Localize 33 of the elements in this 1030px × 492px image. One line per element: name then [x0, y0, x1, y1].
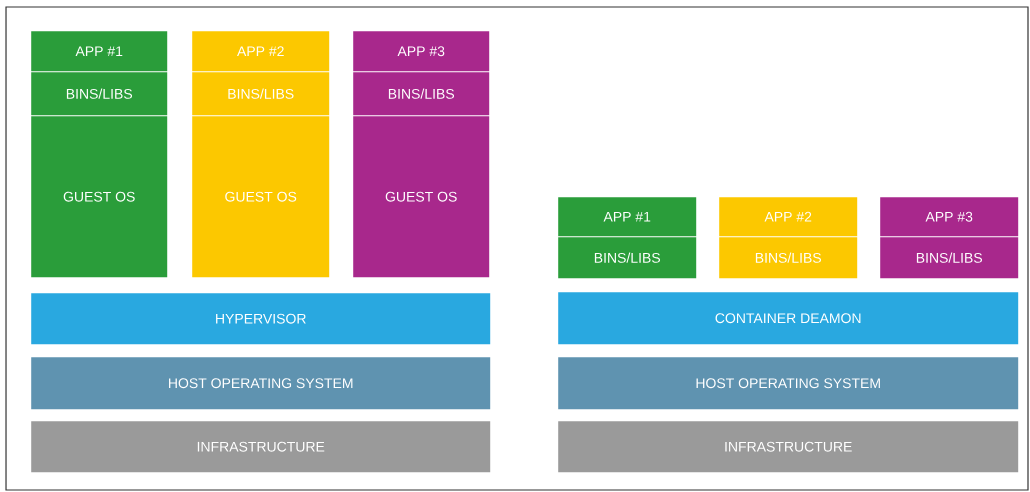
- node-label: APP #3: [925, 211, 973, 222]
- app-box: APP #1: [31, 31, 168, 72]
- node-label: GUEST OS: [63, 191, 135, 202]
- layer-bar: HOST OPERATING SYSTEM: [558, 357, 1019, 410]
- library-box: BINS/LIBS: [192, 72, 330, 116]
- library-box: BINS/LIBS: [31, 72, 168, 116]
- node-label: BINS/LIBS: [755, 252, 822, 263]
- layer-bar: INFRASTRUCTURE: [31, 421, 491, 473]
- node-label: BINS/LIBS: [228, 88, 294, 99]
- node-label: BINS/LIBS: [916, 252, 983, 263]
- node-label: APP #2: [764, 211, 812, 222]
- layer-bar: CONTAINER DEAMON: [558, 292, 1019, 345]
- app-box: APP #2: [719, 197, 858, 237]
- library-box: BINS/LIBS: [719, 237, 858, 279]
- node-label: GUEST OS: [385, 191, 457, 202]
- node-label: BINS/LIBS: [594, 252, 661, 263]
- app-box: APP #3: [880, 197, 1019, 237]
- node-label: BINS/LIBS: [388, 88, 455, 99]
- app-box: APP #2: [192, 31, 330, 72]
- layer-bar: HYPERVISOR: [31, 293, 491, 345]
- app-box: APP #1: [558, 197, 697, 237]
- node-label: APP #3: [397, 46, 445, 57]
- layer-bar: HOST OPERATING SYSTEM: [31, 357, 491, 410]
- app-box: APP #3: [353, 31, 490, 72]
- node-label: APP #2: [237, 46, 284, 57]
- node-label: APP #1: [603, 211, 651, 222]
- node-label: GUEST OS: [225, 191, 297, 202]
- library-box: BINS/LIBS: [880, 237, 1019, 279]
- node-label: BINS/LIBS: [66, 88, 133, 99]
- layer-bar: INFRASTRUCTURE: [558, 421, 1019, 473]
- node-label: APP #1: [75, 46, 123, 57]
- library-box: BINS/LIBS: [353, 72, 490, 116]
- library-box: BINS/LIBS: [558, 237, 697, 279]
